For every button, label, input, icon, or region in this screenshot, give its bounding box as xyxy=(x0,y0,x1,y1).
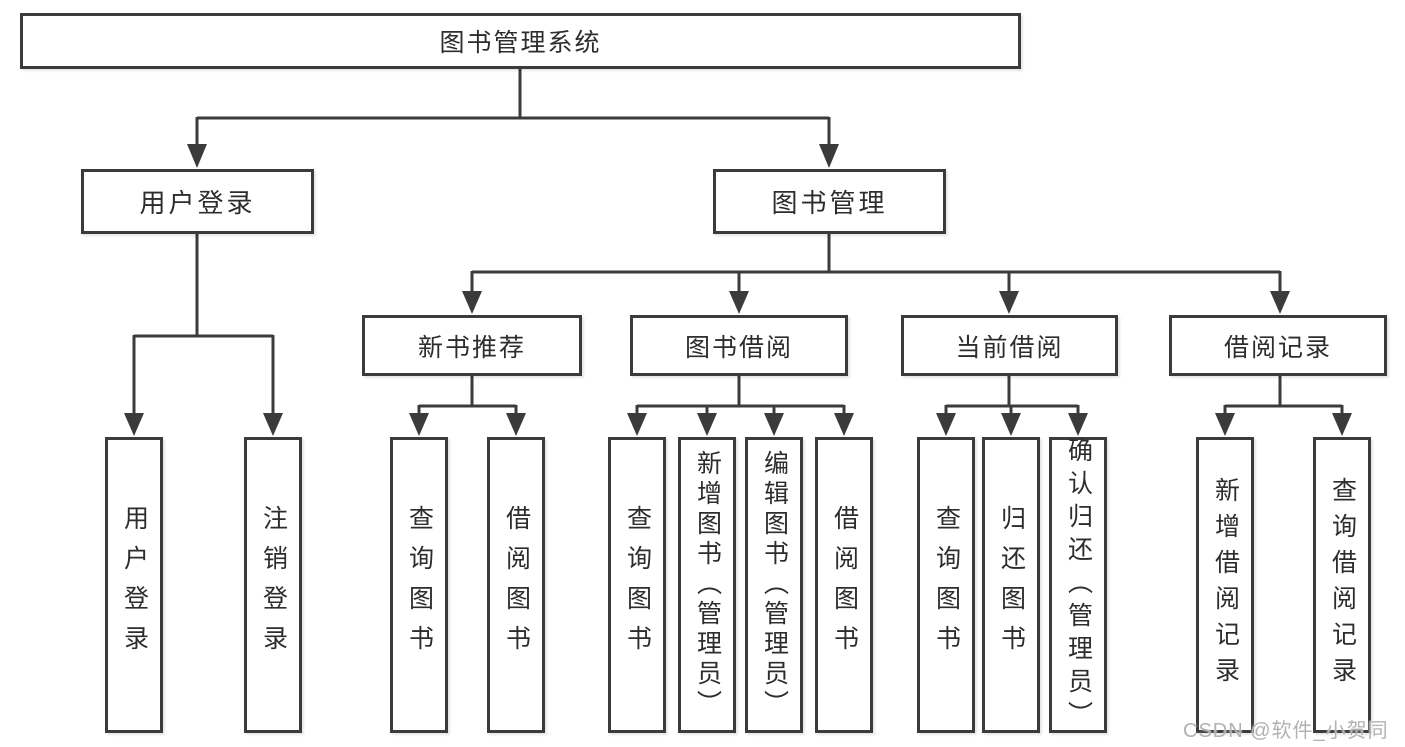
connector-bookmgmt-to-level3 xyxy=(470,233,1282,295)
node-book-management-label: 图书管理 xyxy=(771,188,888,218)
leaf-recommend-borrow-books: 借阅图书 xyxy=(487,437,545,733)
leaf-add-borrow-record: 新增借阅记录 xyxy=(1196,437,1254,733)
connector-currentborrow-to-leaves xyxy=(944,375,1080,416)
node-user-login: 用户登录 xyxy=(81,169,314,234)
node-book-borrow-label: 图书借阅 xyxy=(684,333,793,362)
connector-bookborrow-to-leaves xyxy=(635,375,846,416)
node-book-borrow: 图书借阅 xyxy=(630,315,848,376)
connector-root-to-level2 xyxy=(195,68,831,148)
leaf-query-borrow-record-label: 查询借阅记录 xyxy=(1328,477,1357,693)
leaf-borrow-query-books-label: 查询图书 xyxy=(623,505,652,665)
leaf-recommend-borrow-books-label: 借阅图书 xyxy=(502,505,531,665)
leaf-edit-books-admin-label: 编辑图书（管理员） xyxy=(760,450,789,720)
node-book-management: 图书管理 xyxy=(713,169,946,234)
leaf-return-books-label: 归还图书 xyxy=(997,505,1026,665)
leaf-recommend-query-books-label: 查询图书 xyxy=(405,505,434,665)
node-root-library-system: 图书管理系统 xyxy=(20,13,1021,69)
leaf-recommend-query-books: 查询图书 xyxy=(390,437,448,733)
leaf-query-borrow-record: 查询借阅记录 xyxy=(1313,437,1371,733)
node-borrow-records-label: 借阅记录 xyxy=(1223,333,1332,362)
leaf-borrow-books: 借阅图书 xyxy=(815,437,873,733)
node-new-book-recommend: 新书推荐 xyxy=(362,315,582,376)
leaf-confirm-return-admin-label: 确认归还（管理员） xyxy=(1064,436,1093,734)
csdn-watermark: CSDN @软件_小贺同学 xyxy=(1183,720,1389,742)
leaf-return-books: 归还图书 xyxy=(982,437,1040,733)
leaf-logout-label: 注销登录 xyxy=(259,505,288,665)
leaf-add-books-admin-label: 新增图书（管理员） xyxy=(693,450,722,720)
node-root-label: 图书管理系统 xyxy=(439,29,602,57)
connector-userlogin-to-leaves xyxy=(132,233,275,416)
leaf-borrow-books-label: 借阅图书 xyxy=(830,505,859,665)
node-borrow-records: 借阅记录 xyxy=(1169,315,1387,376)
node-user-login-label: 用户登录 xyxy=(139,188,256,218)
leaf-confirm-return-admin: 确认归还（管理员） xyxy=(1049,436,1107,734)
connector-borrowrecords-to-leaves xyxy=(1223,375,1344,416)
connector-newbook-to-leaves xyxy=(417,375,518,416)
arrowheads xyxy=(124,144,1352,436)
node-current-borrow: 当前借阅 xyxy=(901,315,1118,376)
leaf-current-query-books-label: 查询图书 xyxy=(932,505,961,665)
leaf-add-books-admin: 新增图书（管理员） xyxy=(678,437,736,733)
leaf-add-borrow-record-label: 新增借阅记录 xyxy=(1211,477,1240,693)
node-current-borrow-label: 当前借阅 xyxy=(955,333,1064,362)
leaf-user-login: 用户登录 xyxy=(105,437,163,733)
leaf-user-login-label: 用户登录 xyxy=(120,505,149,665)
leaf-current-query-books: 查询图书 xyxy=(917,437,975,733)
leaf-logout: 注销登录 xyxy=(244,437,302,733)
leaf-borrow-query-books: 查询图书 xyxy=(608,437,666,733)
leaf-edit-books-admin: 编辑图书（管理员） xyxy=(745,437,803,733)
node-new-book-recommend-label: 新书推荐 xyxy=(417,333,526,362)
